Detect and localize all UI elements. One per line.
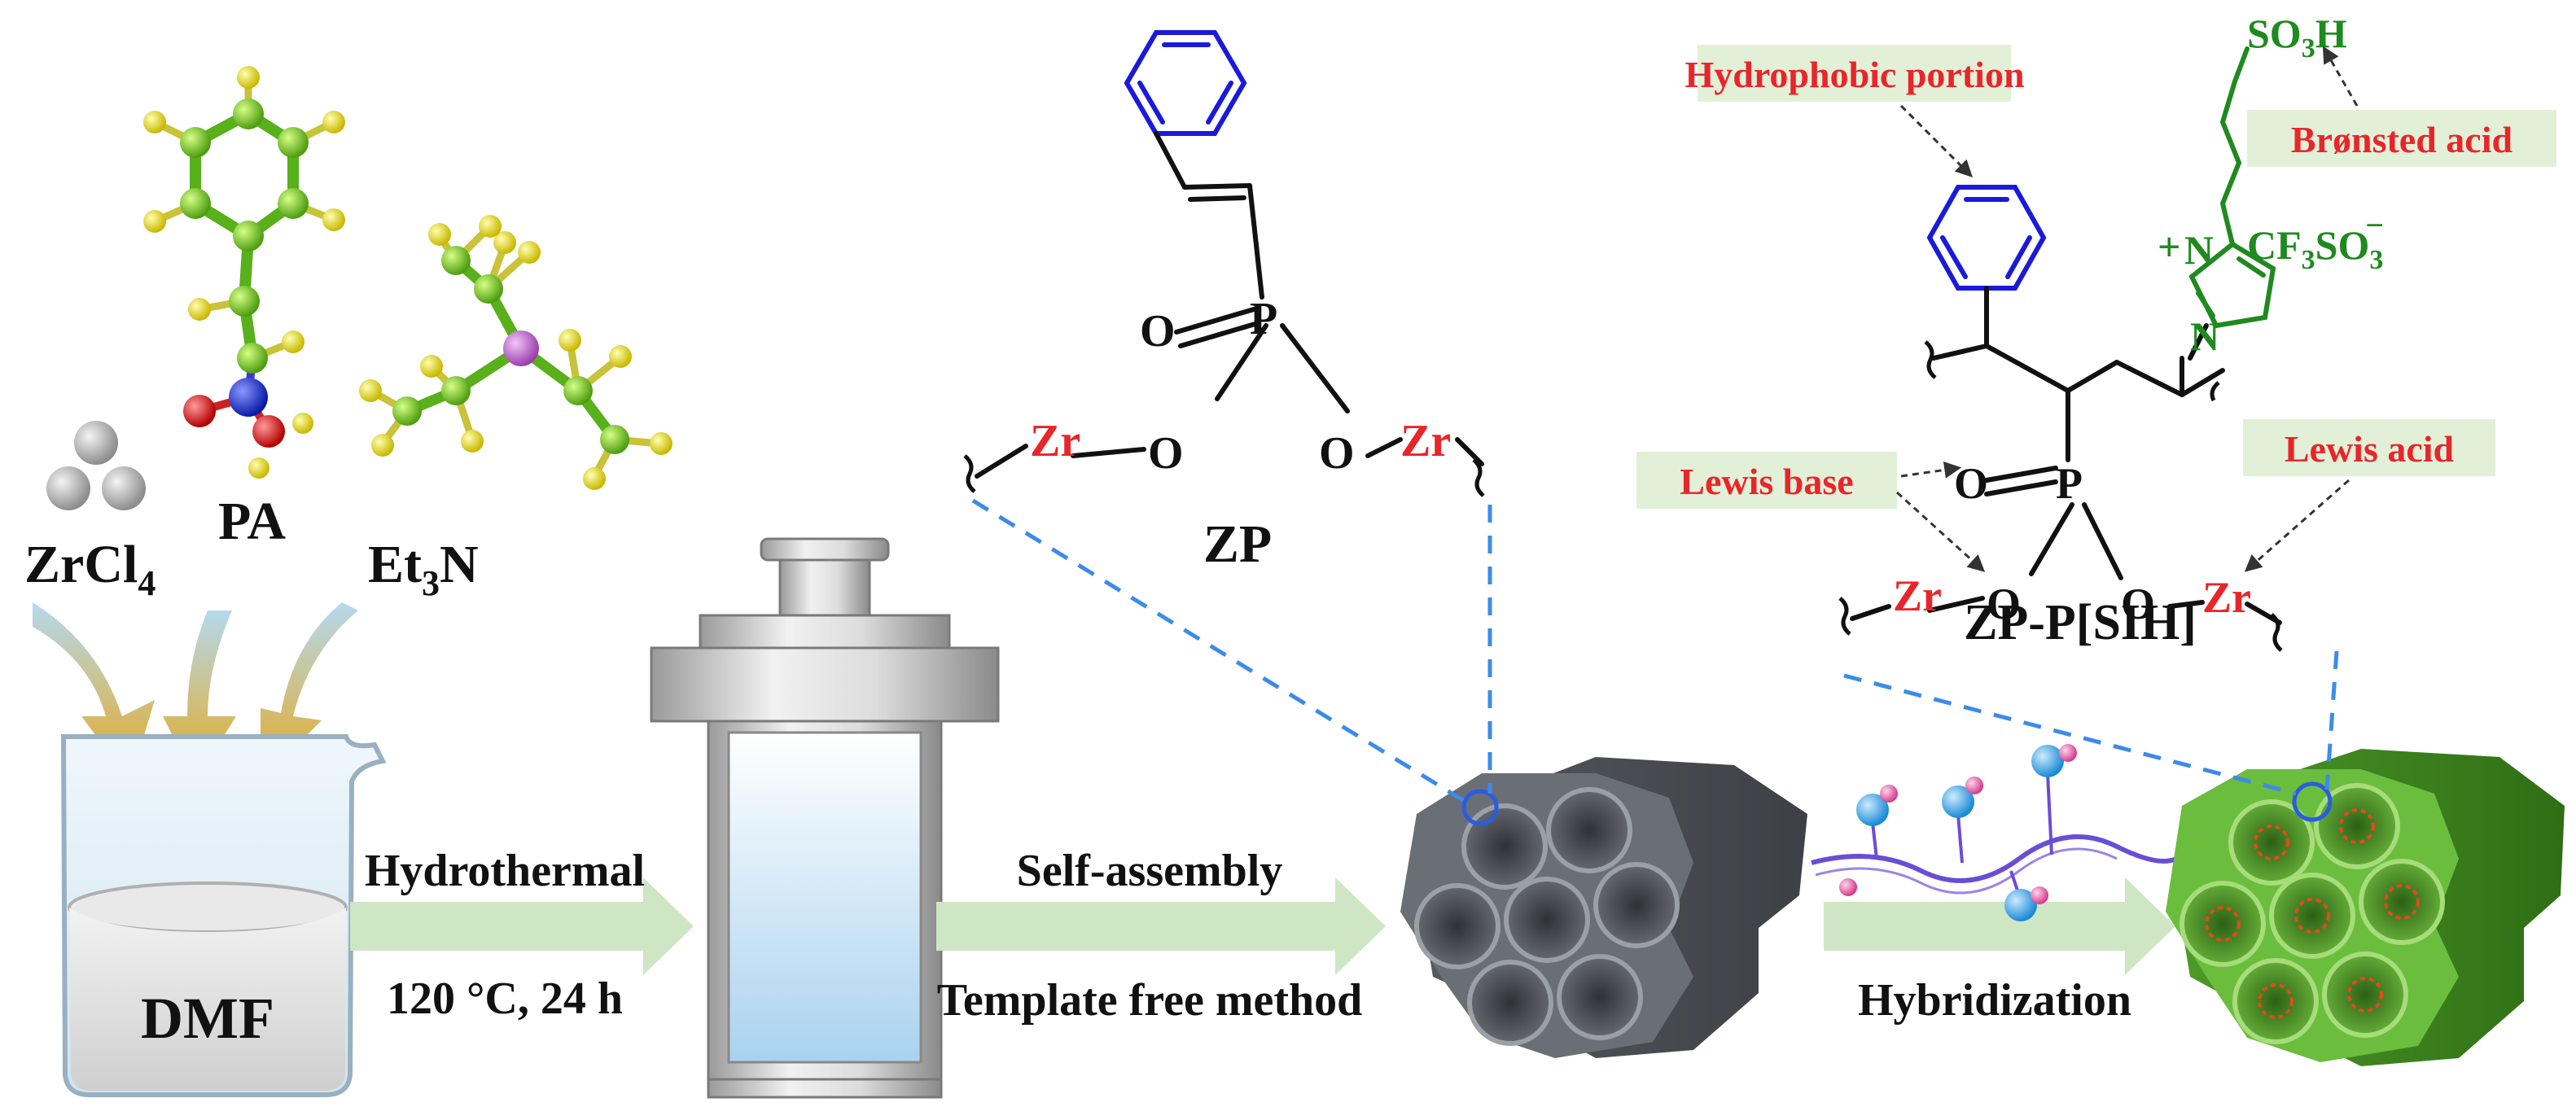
zoom-circle [1461, 789, 1499, 826]
et3n-molecule-model [359, 215, 672, 490]
zp-p-silh-hexagonal-structure [2166, 749, 2565, 1066]
n-label: N [2190, 313, 2219, 359]
svg-text:O: O [2121, 580, 2155, 628]
so3h-label: SO3H [2247, 11, 2347, 63]
arrow-hybridization: Hybridization [1824, 877, 2175, 1026]
step2-top-label: Self-assembly [1017, 846, 1283, 896]
zp-atom-labels: O P Zr O O Zr [1030, 294, 1451, 479]
step2-bottom-label: Template free method [937, 975, 1363, 1026]
zp-p-silh-wavy-bonds [1838, 340, 2283, 652]
svg-text:Lewis base: Lewis base [1680, 461, 1853, 502]
svg-text:O: O [1987, 580, 2021, 628]
zoom-lines-zp-p-silh [1843, 650, 2339, 796]
n-plus-label: N [2184, 227, 2214, 273]
step1-top-label: Hydrothermal [365, 846, 645, 896]
beaker: DMF [60, 734, 387, 1097]
svg-text:O: O [1140, 306, 1176, 357]
zp-structure [975, 30, 1484, 479]
callout-hydrophobic: Hydrophobic portion [1684, 45, 2025, 177]
et3n-label: Et3N [368, 535, 479, 603]
arrow-hydrothermal: Hydrothermal 120 °C, 24 h [350, 846, 694, 1024]
callout-lewis-acid: Lewis acid [2243, 419, 2495, 572]
pa-atoms [143, 66, 345, 479]
svg-text:O: O [1319, 428, 1355, 479]
zp-p-silh-label: ZP-P[SIH] [1964, 595, 2197, 650]
svg-text:Brønsted acid: Brønsted acid [2291, 119, 2513, 160]
callout-bronsted: Brønsted acid [2247, 46, 2556, 167]
svg-text:O: O [1954, 459, 1988, 508]
zoom-circle [2292, 781, 2333, 822]
step3-bottom-label: Hybridization [1858, 975, 2131, 1026]
svg-text:P: P [2056, 459, 2083, 508]
zrcl4-label: ZrCl4 [24, 535, 156, 603]
svg-text:Zr: Zr [1893, 571, 1942, 620]
zrcl4-molecule [46, 421, 146, 510]
svg-text:Zr: Zr [2202, 573, 2251, 622]
svg-text:P: P [1250, 294, 1277, 344]
pa-label: PA [218, 492, 286, 551]
zoom-lines-zp [971, 498, 1492, 804]
svg-text:Hydrophobic portion: Hydrophobic portion [1684, 54, 2024, 95]
svg-text:Zr: Zr [1030, 416, 1080, 466]
cl-atom [102, 466, 146, 510]
anion-label: CF3SO3− [2247, 207, 2384, 275]
zp-label: ZP [1203, 514, 1272, 574]
step1-bottom-label: 120 °C, 24 h [387, 973, 623, 1024]
zp-wavy-bonds [963, 454, 1485, 497]
cl-atom [46, 466, 90, 510]
beaker-label-dmf: DMF [141, 986, 274, 1051]
zp-p-silh-structure [1850, 46, 2282, 625]
polymer-chain-illustration [1811, 744, 2184, 921]
autoclave [650, 537, 1000, 1099]
arrow-self-assembly: Self-assembly Template free method [936, 846, 1386, 1026]
imidazolium-labels: + N N CF3SO3− SO3H [2158, 11, 2384, 359]
svg-text:O: O [1148, 428, 1184, 479]
svg-text:Lewis acid: Lewis acid [2285, 428, 2455, 470]
callout-lewis-base: Lewis base [1636, 452, 1986, 572]
zr-atom [74, 421, 118, 465]
plus-charge: + [2158, 224, 2181, 269]
zp-hexagonal-structure [1400, 757, 1807, 1058]
svg-text:Zr: Zr [1400, 416, 1451, 466]
